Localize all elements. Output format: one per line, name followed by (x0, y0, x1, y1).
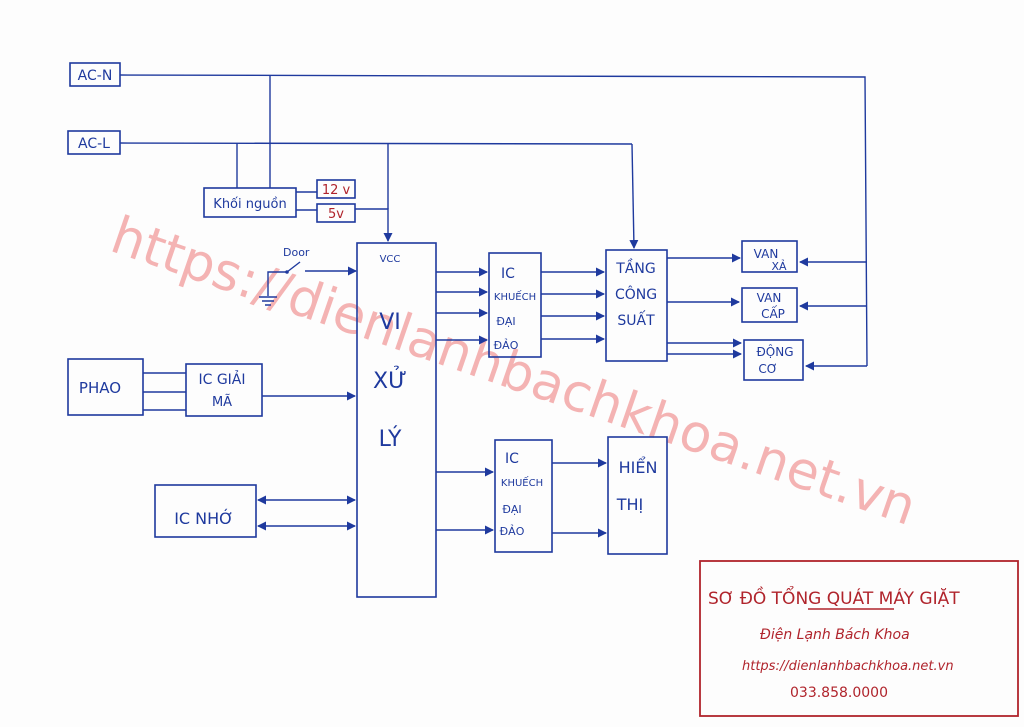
legend-url: https://dienlanhbachkhoa.net.vn (742, 659, 954, 674)
drain-valve-line2: XẢ (771, 259, 787, 273)
ac-n-terminal (69, 62, 121, 87)
feed-valve-line1: VAN (757, 291, 782, 305)
ac-l-terminal (67, 130, 121, 155)
display-line2: THỊ (616, 495, 644, 514)
vcc-label: VCC (380, 254, 401, 265)
cpu-label-line3: LÝ (379, 426, 402, 452)
ac-n-line (119, 74, 868, 367)
cpu-label-line2: XỬ (373, 367, 407, 394)
power-stage-line1: TẦNG (615, 258, 655, 277)
amp2-line4: ĐẢO (500, 524, 525, 538)
power-stage-line3: SUẤT (617, 310, 655, 329)
amp2-line2: KHUẾCH (501, 475, 543, 489)
decoder-label-line1: IC GIẢI (198, 370, 245, 388)
amp2-block (494, 439, 553, 553)
motor-line1: ĐỘNG (756, 344, 793, 359)
ac-l-line (119, 142, 633, 145)
drain-valve-block (741, 240, 798, 273)
decoder-block (185, 363, 263, 417)
amp2-line1: IC (505, 451, 519, 467)
legend-title: SƠ ĐỒ TỔNG QUÁT MÁY GIẶT (708, 585, 960, 609)
power-supply-block (203, 187, 297, 218)
amp1-line1: IC (501, 266, 515, 282)
ac-l-to-power-stage (629, 143, 639, 249)
display-line1: HIỂN (619, 456, 658, 477)
memory-block (154, 484, 257, 538)
cpu-block (356, 242, 437, 598)
door-ground-lead (267, 271, 287, 296)
5v-label: 5v (328, 207, 344, 222)
power-supply-label: Khối nguồn (213, 197, 286, 212)
12v-box (316, 179, 356, 199)
amp1-block (488, 252, 542, 358)
display-block (607, 436, 668, 555)
12v-label: 12 v (322, 183, 351, 198)
phao-to-decoder-wires (143, 372, 186, 411)
legend-phone: 033.858.0000 (790, 685, 888, 701)
5v-box (316, 203, 356, 223)
motor-line2: CƠ (758, 362, 777, 376)
phao-block (67, 358, 144, 416)
feed-valve-block (741, 287, 798, 323)
amp1-line3: ĐẠI (496, 315, 515, 328)
motor-block (743, 339, 804, 381)
5v-to-vcc (355, 208, 393, 242)
ground-icon (259, 296, 277, 306)
door-switch-pivot (285, 270, 289, 274)
ac-l-label: AC-L (78, 136, 110, 152)
amp1-line4: ĐẢO (494, 338, 519, 352)
power-stage-line2: CÔNG (615, 285, 657, 303)
amp1-line2: KHUẾCH (494, 289, 536, 303)
memory-label: IC NHỚ (174, 509, 234, 528)
door-switch-contact (286, 261, 301, 273)
legend-company: Điện Lạnh Bách Khoa (760, 627, 910, 643)
ac-n-label: AC-N (78, 68, 113, 84)
phao-label: PHAO (79, 379, 121, 397)
legend-box (699, 560, 1019, 717)
decoder-label-line2: MÃ (212, 394, 232, 410)
drain-valve-line1: VAN (754, 247, 779, 261)
cpu-label-line1: VI (379, 310, 401, 335)
amp2-line3: ĐẠI (502, 503, 521, 516)
power-stage-block (605, 249, 668, 362)
door-label: Door (283, 246, 310, 259)
feed-valve-line2: CẤP (761, 305, 785, 321)
